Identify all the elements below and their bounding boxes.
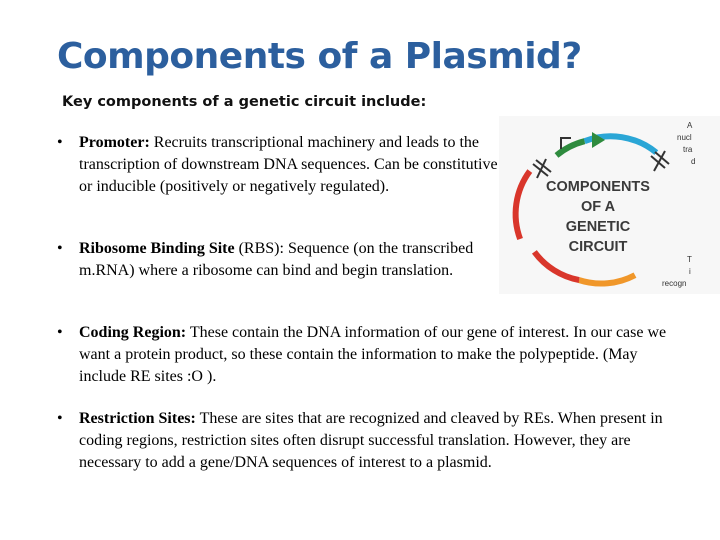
- slide-title: Components of a Plasmid?: [57, 36, 582, 77]
- figure-caption-line-1: COMPONENTS: [546, 179, 650, 195]
- figure-caption-line-2: OF A: [581, 199, 616, 215]
- promoter-icon: [560, 137, 571, 149]
- bullet-marker: •: [57, 134, 63, 151]
- circuit-segment-green: [554, 138, 586, 158]
- edge-label-fragment: tra: [683, 145, 693, 154]
- bullet-description: Recruits transcriptional machinery and l…: [79, 134, 498, 195]
- edge-label-fragment: T: [687, 255, 692, 264]
- bullet-description: These contain the DNA information of our…: [79, 324, 667, 385]
- circuit-segment-red: [512, 169, 533, 241]
- edge-label-fragment: nucl: [677, 133, 692, 142]
- green-arrow-icon: [592, 132, 605, 148]
- bullet-term: Restriction Sites:: [79, 410, 196, 427]
- restriction-site-marker-left: [532, 158, 552, 179]
- bullet-description: (RBS): Sequence (on the transcribed m.RN…: [79, 240, 474, 279]
- bullet-text: Ribosome Binding Site (RBS): Sequence (o…: [79, 238, 499, 282]
- bullet-term: Coding Region:: [79, 324, 187, 341]
- circuit-segment-red-lower: [531, 250, 580, 284]
- bullet-text: Restriction Sites: These are sites that …: [79, 408, 679, 474]
- bullet-term: Ribosome Binding Site: [79, 240, 235, 257]
- bullet-marker: •: [57, 324, 63, 341]
- edge-label-fragment: i: [689, 267, 691, 276]
- genetic-circuit-diagram: COMPONENTS OF A GENETIC CIRCUIT A nucl t…: [512, 121, 695, 288]
- bullet-description: These are sites that are recognized and …: [79, 410, 663, 471]
- edge-label-fragment: recogn: [662, 279, 686, 288]
- bullet-marker: •: [57, 240, 63, 257]
- genetic-circuit-figure: COMPONENTS OF A GENETIC CIRCUIT A nucl t…: [499, 116, 720, 294]
- bullet-text: Coding Region: These contain the DNA inf…: [79, 322, 679, 388]
- figure-caption-line-4: CIRCUIT: [569, 239, 628, 255]
- figure-caption-line-3: GENETIC: [566, 219, 631, 235]
- edge-label-fragment: d: [691, 157, 695, 166]
- edge-label-fragment: A: [687, 121, 693, 130]
- slide-subtitle: Key components of a genetic circuit incl…: [62, 94, 427, 110]
- bullet-marker: •: [57, 410, 63, 427]
- restriction-site-marker-right: [650, 150, 670, 172]
- bullet-text: Promoter: Recruits transcriptional machi…: [79, 132, 499, 198]
- bullet-term: Promoter:: [79, 134, 150, 151]
- circuit-segment-orange: [578, 272, 637, 287]
